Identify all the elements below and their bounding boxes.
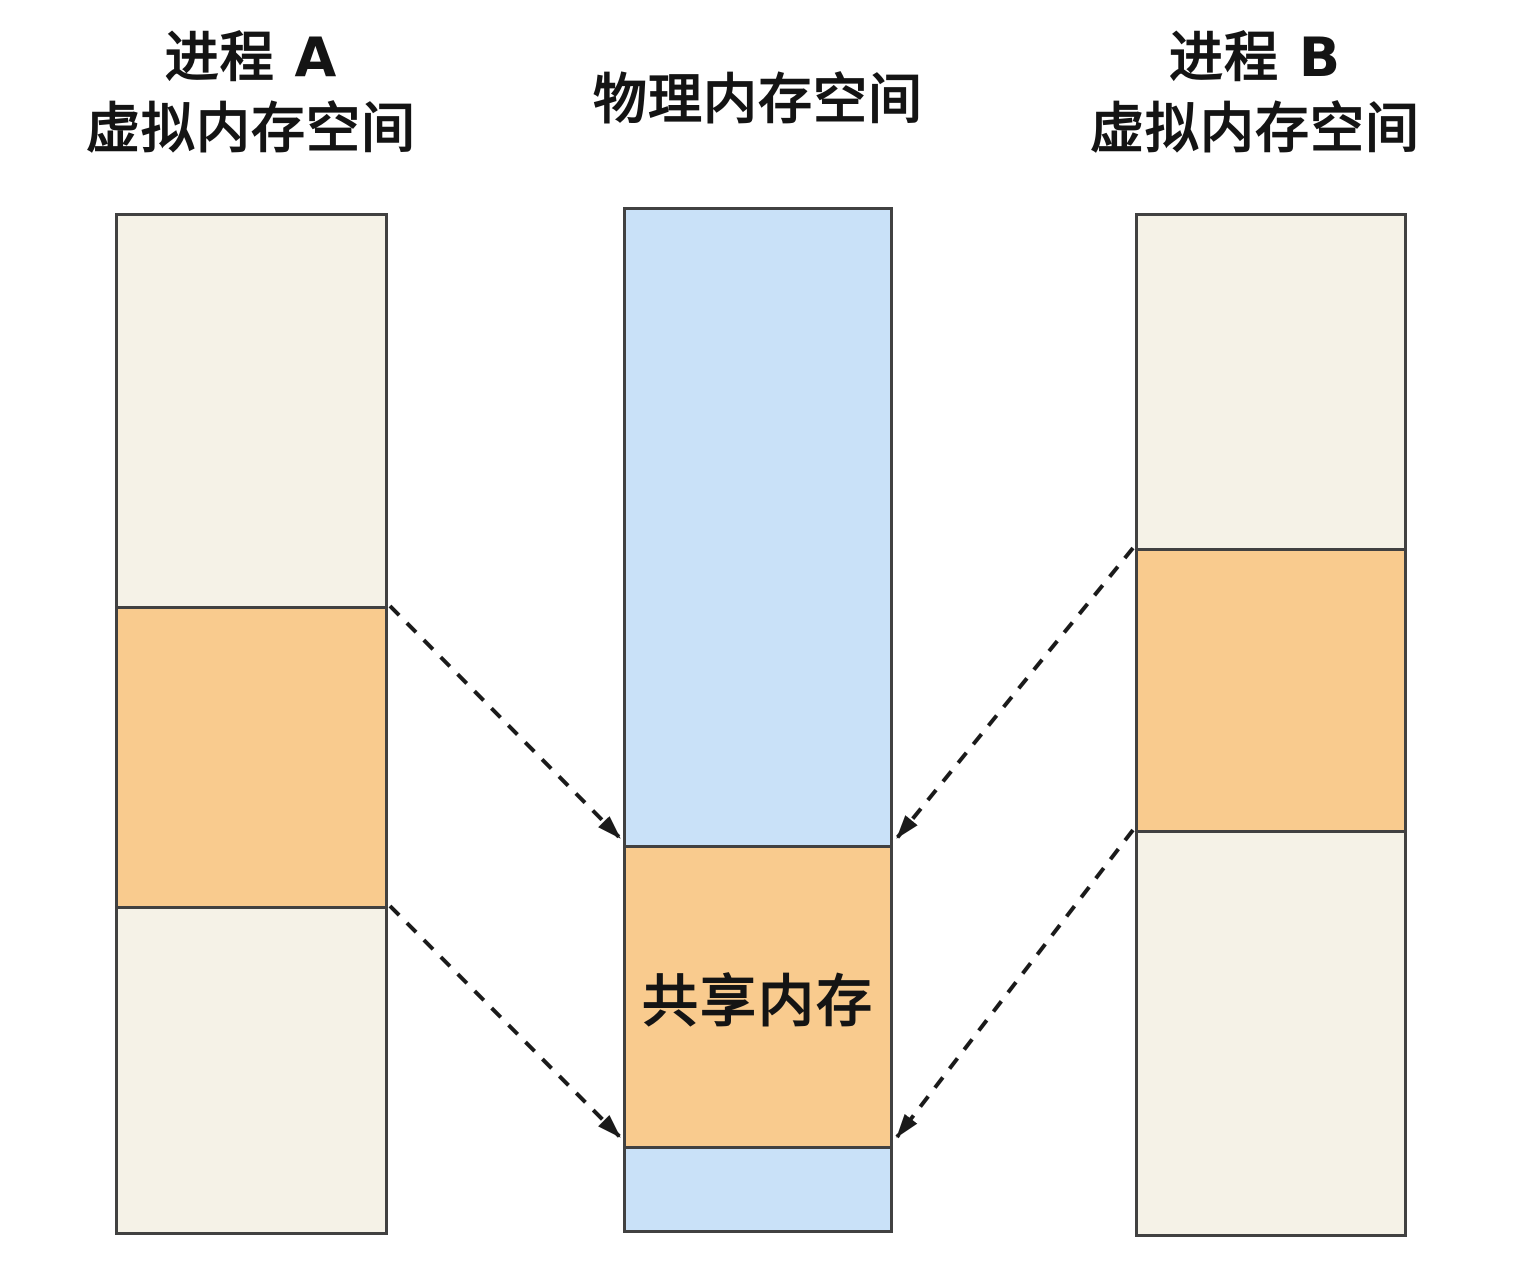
arrow-b-shared-top-to-physical [895, 546, 1135, 840]
process-b-title: 进程 B 虚拟内存空间 [1045, 22, 1465, 165]
arrow-a-shared-top-to-physical [388, 604, 622, 840]
process-b-upper-unmapped-segment [1138, 216, 1404, 548]
process-b-lower-unmapped-segment [1138, 830, 1404, 1234]
process-b-title-line2: 虚拟内存空间 [1090, 97, 1420, 161]
process-a-lower-unmapped-segment [118, 906, 385, 1232]
process-a-title-line1: 进程 A [164, 26, 338, 89]
physical-memory-title-line: 物理内存空间 [593, 68, 923, 131]
process-a-title: 进程 A 虚拟内存空间 [41, 22, 461, 165]
process-a-shared-mapped-segment [118, 606, 385, 906]
process-a-upper-unmapped-segment [118, 216, 385, 606]
physical-lower-segment [626, 1146, 890, 1230]
process-b-shared-mapped-segment [1138, 548, 1404, 830]
arrow-b-shared-bottom-to-physical [895, 828, 1135, 1139]
physical-memory-column: 共享内存 [623, 207, 893, 1233]
process-a-title-line2: 虚拟内存空间 [86, 97, 416, 161]
arrow-a-shared-bottom-to-physical [388, 904, 622, 1139]
physical-upper-segment [626, 210, 890, 845]
shared-memory-label: 共享内存 [642, 969, 874, 1035]
process-b-memory-column [1135, 213, 1407, 1237]
physical-memory-title: 物理内存空间 [548, 64, 968, 135]
process-a-memory-column [115, 213, 388, 1235]
process-b-title-line1: 进程 B [1169, 26, 1341, 89]
shared-memory-segment: 共享内存 [626, 845, 890, 1146]
